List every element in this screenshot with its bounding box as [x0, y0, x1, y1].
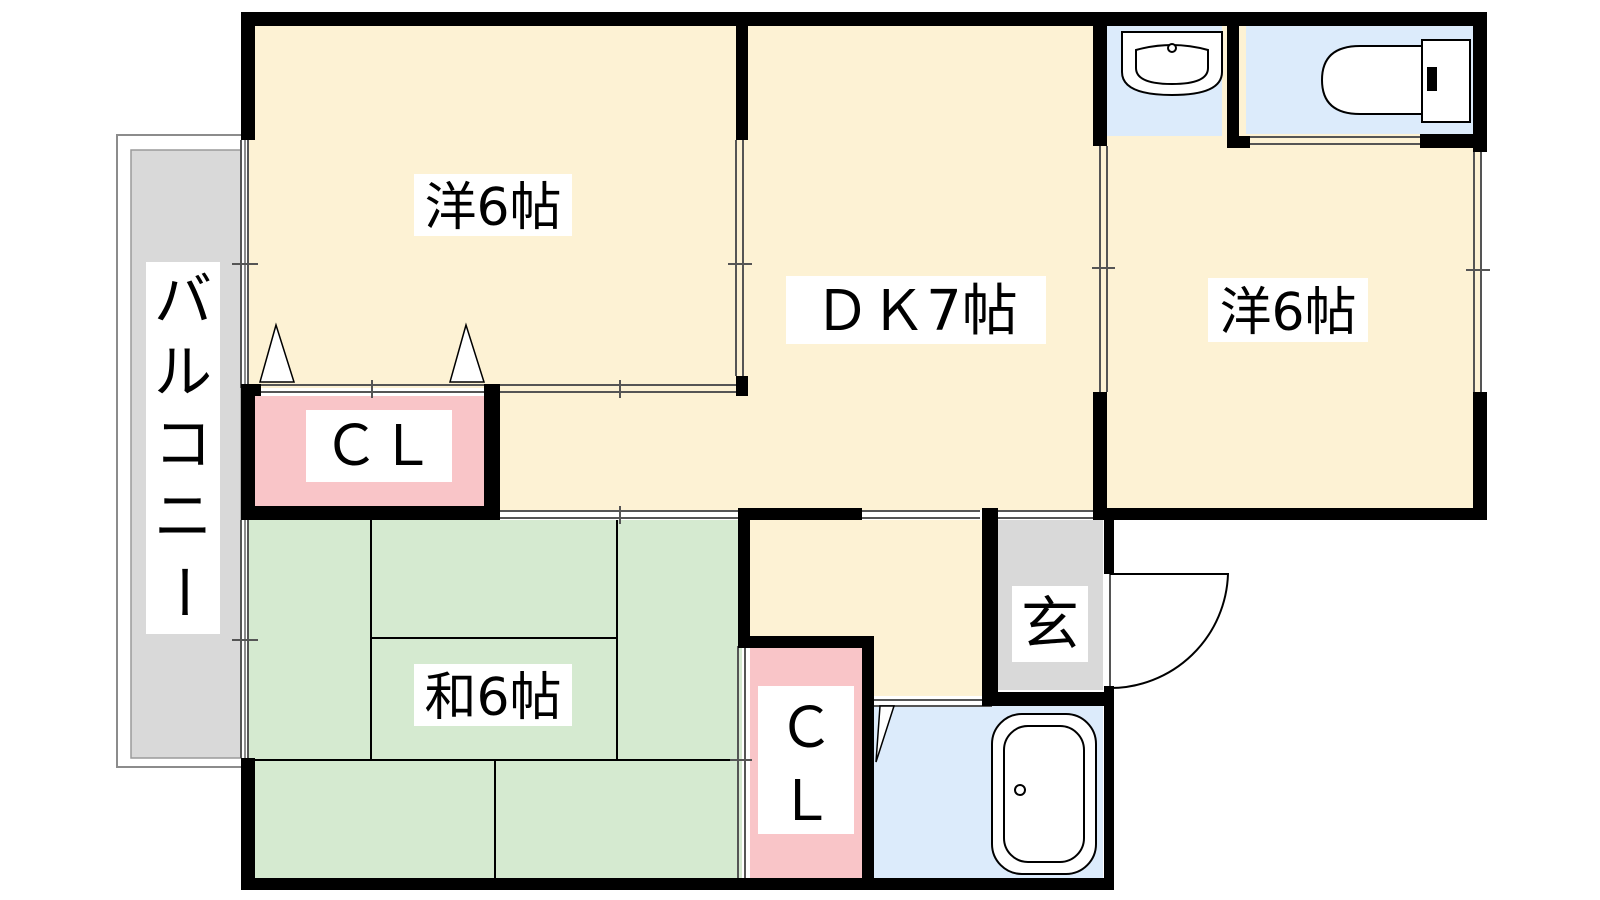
- balcony-char: バ: [154, 266, 212, 334]
- tatami-lines: [248, 520, 742, 878]
- label-japanese-room: 和6帖: [424, 668, 561, 728]
- label-bg-closet-top: [306, 410, 452, 482]
- label-closet-bottom-line1: Ｃ: [778, 696, 834, 761]
- entrance-door-arc: [1109, 573, 1230, 689]
- door-swing-marks: [259, 322, 896, 763]
- label-western-room-2: 洋6帖: [1219, 283, 1356, 343]
- window-lines: [232, 136, 1490, 878]
- balcony-char: ー: [149, 563, 217, 621]
- wash-basin-icon: [1121, 31, 1223, 97]
- label-bg-entrance: [1012, 586, 1088, 662]
- balcony-char: ル: [154, 338, 212, 406]
- balcony-char: コ: [154, 410, 212, 478]
- label-bg-western-room-1: [414, 174, 572, 236]
- label-bg-japanese-room: [414, 664, 572, 726]
- balcony-char: ニ: [154, 482, 212, 550]
- label-closet-bottom-line2: Ｌ: [778, 769, 834, 834]
- label-bg-dining-kitchen: [786, 276, 1046, 344]
- label-dining-kitchen: ＤＫ7帖: [814, 279, 1018, 344]
- label-closet-top: ＣＬ: [323, 414, 435, 479]
- label-balcony: バ ル コ ニ ー: [149, 266, 217, 621]
- label-bg-balcony: [146, 262, 220, 634]
- dining-kitchen-floor: [500, 26, 1105, 510]
- label-bg-closet-bottom: [758, 686, 854, 834]
- walls: [241, 12, 1487, 890]
- toilet-icon: [1320, 39, 1471, 123]
- label-western-room-1: 洋6帖: [424, 178, 561, 238]
- bathtub-icon: [991, 713, 1097, 875]
- corridor-floor: [750, 520, 987, 696]
- label-bg-western-room-2: [1208, 278, 1368, 342]
- label-entrance: 玄: [1021, 590, 1079, 658]
